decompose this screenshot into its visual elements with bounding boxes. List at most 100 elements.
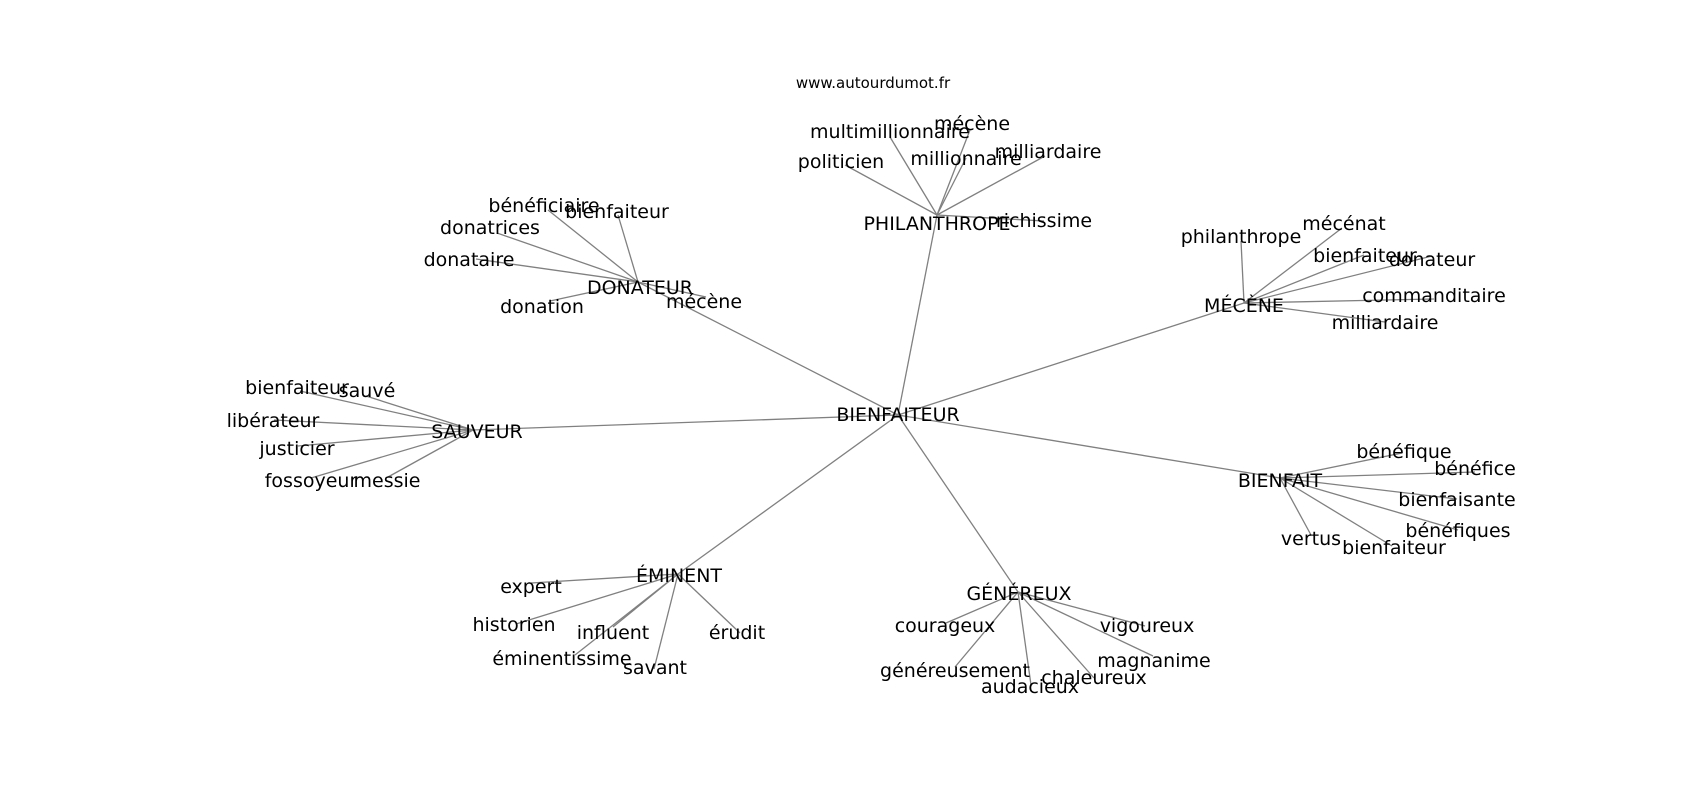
edge-genereux-5 [1017,591,1032,686]
leaf-node-bienfait-4: vertus [1281,528,1341,550]
leaf-node-sauveur-5: messie [354,470,421,492]
edge-donateur-0 [547,209,639,283]
leaf-node-sauveur-3: justicier [258,438,334,460]
edge-genereux-2 [1017,591,1154,657]
edge-donateur-3 [475,258,639,283]
edge-sauveur-1 [365,395,474,431]
hub-node-bienfait: BIENFAIT [1238,470,1323,492]
leaf-node-bienfait-0: bénéfique [1356,441,1451,463]
edge-root-donateur [637,281,899,416]
edge-genereux-3 [954,591,1019,668]
edge-sauveur-3 [297,429,474,447]
edge-eminent-0 [530,573,679,584]
leaf-node-sauveur-1: sauvé [339,380,396,402]
leaf-node-genereux-0: courageux [895,615,996,637]
graph-edges [273,129,1476,686]
leaf-node-philanthrope-3: millionnaire [910,148,1021,170]
edge-root-mecene [897,302,1245,416]
leaf-node-bienfait-1: bénéfice [1434,458,1516,480]
leaf-node-eminent-0: expert [500,576,562,598]
leaf-node-philanthrope-2: politicien [798,151,884,173]
edge-root-philanthrope [897,214,938,416]
edge-sauveur-0 [299,390,474,431]
edge-philanthrope-2 [844,164,938,216]
leaf-node-donateur-1: bienfaiteur [565,201,669,223]
leaf-node-mecene-5: milliardaire [1332,312,1439,334]
edge-genereux-1 [1017,591,1146,627]
edge-sauveur-5 [387,429,474,478]
edge-root-bienfait [897,414,1281,479]
leaf-node-eminent-2: influent [577,622,650,644]
edge-sauveur-4 [310,429,474,479]
leaf-node-philanthrope-1: mécène [934,113,1010,135]
edge-philanthrope-4 [936,155,1046,216]
edge-bienfait-3 [1279,477,1459,531]
leaf-node-philanthrope-0: multimillionnaire [810,121,970,143]
watermark-text: www.autourdumot.fr [796,74,951,92]
leaf-node-mecene-3: donateur [1389,249,1476,271]
leaf-node-genereux-4: chaleureux [1041,667,1147,689]
hub-node-sauveur: SAUVEUR [431,421,522,443]
edge-genereux-4 [1017,591,1095,679]
leaf-node-eminent-3: érudit [709,622,765,644]
edge-donateur-5 [637,281,707,298]
edge-philanthrope-0 [889,136,938,216]
leaf-node-sauveur-0: bienfaiteur [245,377,349,399]
hub-node-genereux: GÉNÉREUX [966,582,1071,605]
edge-bienfait-4 [1279,477,1312,536]
leaf-node-mecene-0: philanthrope [1181,226,1302,248]
graph-labels: BIENFAITEUR PHILANTHROPE multimillionnaire… [227,113,1516,698]
edge-donateur-2 [496,232,639,283]
edge-eminent-3 [677,573,741,634]
leaf-node-donateur-4: donation [500,296,584,318]
hub-node-mecene: MÉCÈNE [1204,294,1284,317]
edge-root-eminent [677,414,899,575]
edge-genereux-0 [945,591,1019,624]
leaf-node-donateur-0: bénéficiaire [488,195,599,217]
edge-mecene-0 [1240,240,1245,304]
leaf-node-bienfait-5: bienfaiteur [1342,537,1446,559]
leaf-node-donateur-2: donatrices [440,217,540,239]
edge-bienfait-1 [1279,471,1476,479]
edge-bienfait-0 [1279,452,1403,479]
hub-node-donateur: DONATEUR [587,277,693,299]
leaf-node-sauveur-2: libérateur [227,410,320,432]
leaf-node-donateur-3: donataire [424,249,515,271]
leaf-node-eminent-5: savant [623,657,687,679]
edge-mecene-1 [1243,227,1343,304]
leaf-node-genereux-3: généreusement [880,660,1030,682]
edge-bienfait-5 [1279,477,1393,547]
leaf-node-sauveur-4: fossoyeur [265,470,358,492]
edge-eminent-4 [574,573,679,656]
leaf-node-genereux-2: magnanime [1097,650,1210,672]
edge-root-genereux [897,414,1019,593]
edge-root-sauveur [472,414,899,431]
leaf-node-eminent-1: historien [472,614,555,636]
edge-mecene-4 [1243,298,1435,304]
edge-eminent-5 [653,573,679,670]
leaf-node-eminent-4: éminentissime [492,648,631,670]
edge-philanthrope-1 [936,129,971,216]
edge-eminent-1 [515,573,679,625]
edge-sauveur-2 [273,419,474,431]
leaf-node-philanthrope-4: milliardaire [995,141,1102,163]
leaf-node-genereux-5: audacieux [981,676,1079,698]
leaf-node-mecene-4: commanditaire [1362,285,1506,307]
edge-mecene-2 [1243,254,1365,304]
hub-node-philanthrope: PHILANTHROPE [863,213,1010,235]
root-node-label: BIENFAITEUR [836,404,959,426]
edge-mecene-5 [1243,302,1386,323]
edge-donateur-1 [617,214,639,283]
leaf-node-bienfait-2: bienfaisante [1398,489,1515,511]
edge-philanthrope-3 [936,157,967,216]
hub-node-eminent: ÉMINENT [636,564,722,587]
leaf-node-genereux-1: vigoureux [1100,615,1195,637]
edge-donateur-4 [549,281,639,302]
edge-bienfait-2 [1279,477,1458,500]
leaf-node-philanthrope-5: richissime [996,210,1092,232]
edge-mecene-3 [1243,255,1433,304]
leaf-node-mecene-2: bienfaiteur [1313,245,1417,267]
edge-philanthrope-5 [936,214,1045,222]
leaf-node-donateur-5: mécène [666,291,742,313]
